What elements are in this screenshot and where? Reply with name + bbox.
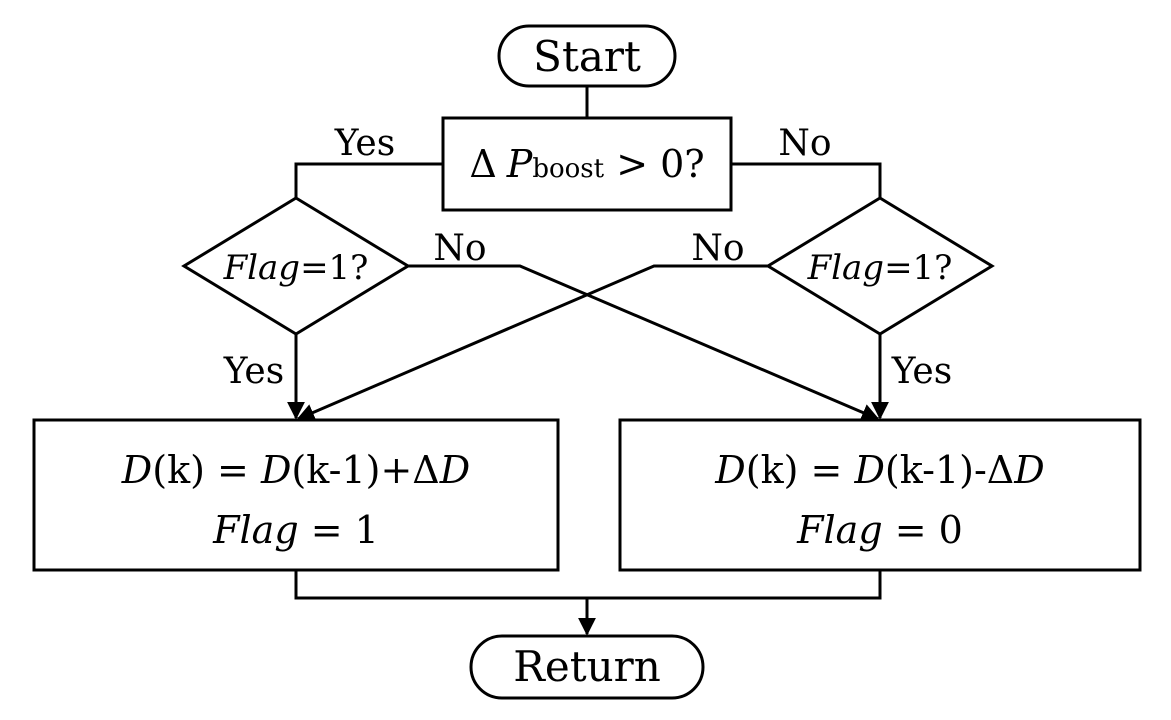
return-terminal: Return: [469, 634, 705, 700]
power-variable: P: [506, 142, 534, 186]
main-decision-condition: > 0?: [604, 142, 705, 186]
connectors: [287, 86, 889, 636]
connector-decision-yes-branch: [294, 162, 443, 198]
right-flag-yes-label: Yes: [891, 351, 952, 392]
right-process-box: D(k) = D(k-1)-ΔD Flag = 0: [618, 418, 1142, 572]
right-flag-variable: Flag: [807, 248, 885, 288]
right-flag-no-label: No: [691, 228, 744, 269]
left-flag-yes-label: Yes: [223, 351, 284, 392]
connector-left-flag-no-arrow: [408, 264, 880, 421]
left-process-line1: D(k) = D(k-1)+ΔD: [121, 448, 470, 492]
right-process-line1: D(k) = D(k-1)-ΔD: [714, 448, 1044, 492]
connector-decision-no-branch: [731, 162, 882, 198]
main-yes-label: Yes: [334, 123, 395, 164]
right-process-line2: Flag = 0: [796, 508, 963, 552]
connector-right-flag-no-arrow: [296, 264, 768, 421]
left-flag-variable: Flag: [223, 248, 301, 288]
delta-symbol: Δ: [469, 142, 496, 186]
power-subscript: boost: [532, 154, 604, 184]
start-label: Start: [533, 32, 641, 81]
return-label: Return: [513, 642, 661, 691]
left-flag-decision: Flag=1?: [181, 196, 411, 336]
left-flag-decision-text: Flag=1?: [223, 248, 369, 288]
main-no-label: No: [778, 123, 831, 164]
left-flag-condition: =1?: [300, 248, 368, 288]
left-flag-no-label: No: [433, 228, 486, 269]
right-flag-condition: =1?: [884, 248, 952, 288]
connector-merge: [294, 570, 882, 600]
start-terminal: Start: [497, 24, 677, 88]
right-flag-decision: Flag=1?: [765, 196, 995, 336]
left-process-box: D(k) = D(k-1)+ΔD Flag = 1: [32, 418, 560, 572]
right-flag-decision-text: Flag=1?: [807, 248, 953, 288]
left-process-line2: Flag = 1: [212, 508, 379, 552]
